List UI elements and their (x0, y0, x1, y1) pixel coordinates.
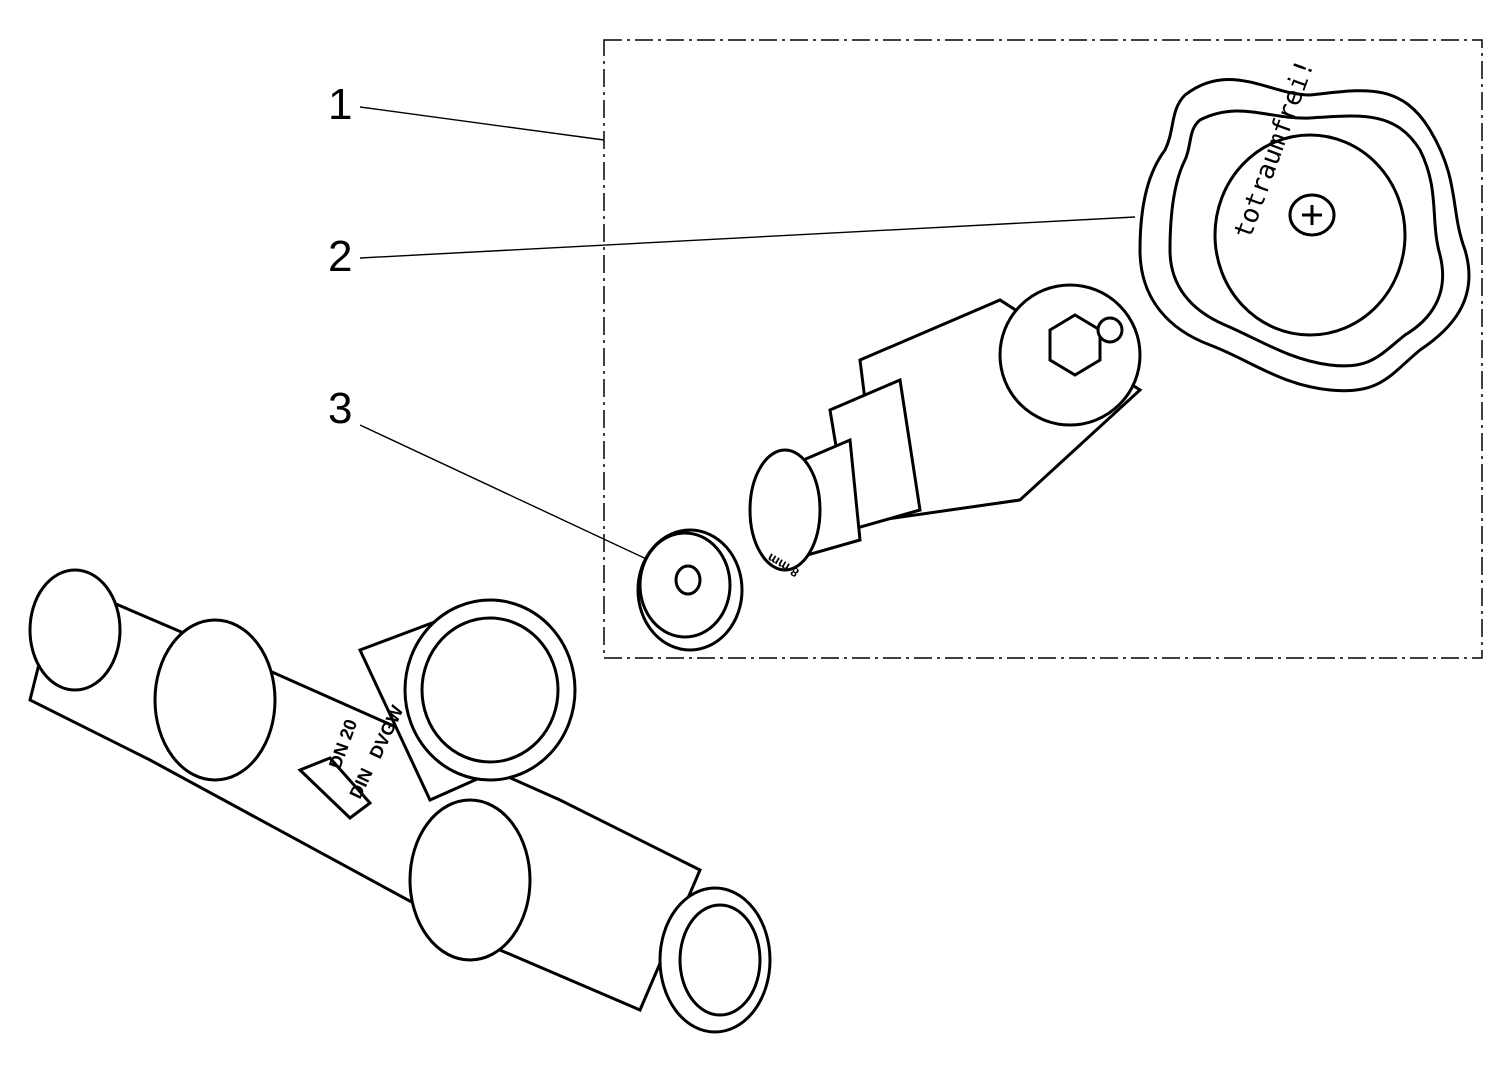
handwheel: totraumfrei! (1138, 56, 1471, 393)
valve-body: DN 20 DVGW DIN (28, 568, 772, 1034)
callout-1: 1 (328, 80, 353, 129)
callout-3: 3 (328, 384, 353, 433)
leader-line-1 (359, 106, 605, 141)
leader-line-3 (359, 424, 671, 571)
leader-line-2 (359, 216, 1136, 259)
valve-upper-part: 8 mm (748, 283, 1143, 580)
valve-disc (636, 528, 744, 652)
assembly-boundary-box (603, 39, 1483, 659)
callout-2: 2 (328, 232, 353, 281)
